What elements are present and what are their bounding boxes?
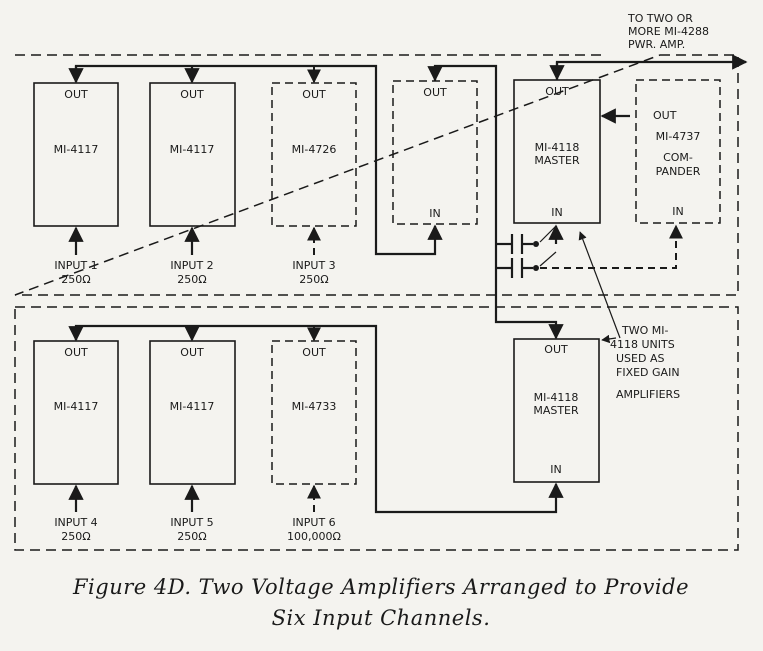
unit-mi-4117-c: OUT MI-4117 bbox=[33, 340, 119, 485]
input-5-label: INPUT 5 250Ω bbox=[170, 516, 213, 543]
svg-text:TO TWO OR: TO TWO OR bbox=[627, 12, 693, 25]
unit-mi-4117-a: OUT MI-4117 bbox=[33, 82, 119, 227]
svg-text:MI-4726: MI-4726 bbox=[292, 143, 337, 156]
svg-text:INPUT 4: INPUT 4 bbox=[54, 516, 97, 529]
svg-text:MI-4118: MI-4118 bbox=[535, 141, 580, 154]
svg-text:Figure 4D. Two Voltage Amplif: Figure 4D. Two Voltage Amplifiers Arrang… bbox=[72, 575, 689, 599]
svg-text:OUT: OUT bbox=[180, 346, 204, 359]
input-2-label: INPUT 2 250Ω bbox=[170, 259, 213, 286]
svg-text:OUT: OUT bbox=[302, 346, 326, 359]
unit-mi-4117-b: OUT MI-4117 bbox=[149, 82, 236, 227]
svg-text:IN: IN bbox=[429, 207, 440, 220]
svg-text:OUT: OUT bbox=[544, 343, 568, 356]
svg-text:INPUT 1: INPUT 1 bbox=[54, 259, 97, 272]
svg-text:MI-4737: MI-4737 bbox=[656, 130, 701, 143]
figure-caption: Figure 4D. Two Voltage Amplifiers Arrang… bbox=[72, 575, 689, 630]
svg-text:OUT: OUT bbox=[180, 88, 204, 101]
upper-mixing-bus bbox=[68, 64, 443, 256]
svg-text:MI-4733: MI-4733 bbox=[292, 400, 337, 413]
compander-return-line bbox=[540, 224, 683, 269]
svg-text:4118 UNITS: 4118 UNITS bbox=[610, 338, 675, 351]
svg-text:OUT: OUT bbox=[545, 85, 569, 98]
svg-text:INPUT 6: INPUT 6 bbox=[292, 516, 335, 529]
svg-text:250Ω: 250Ω bbox=[177, 530, 206, 543]
svg-text:250Ω: 250Ω bbox=[61, 530, 90, 543]
master-output-line bbox=[549, 54, 748, 81]
unit-mi-4726: OUT MI-4726 bbox=[271, 82, 357, 227]
unit-mi-4733: OUT MI-4733 bbox=[271, 340, 357, 485]
svg-text:COM-: COM- bbox=[663, 151, 693, 164]
svg-text:PANDER: PANDER bbox=[656, 165, 701, 178]
svg-text:OUT: OUT bbox=[64, 346, 88, 359]
svg-text:MI-4117: MI-4117 bbox=[170, 400, 215, 413]
svg-text:FIXED GAIN: FIXED GAIN bbox=[616, 366, 680, 379]
fixed-gain-annotation: TWO MI- 4118 UNITS USED AS FIXED GAIN AM… bbox=[578, 231, 680, 401]
bridge-bus bbox=[427, 64, 564, 340]
svg-text:USED AS: USED AS bbox=[616, 352, 664, 365]
svg-text:MI-4117: MI-4117 bbox=[54, 143, 99, 156]
svg-text:MASTER: MASTER bbox=[533, 404, 579, 417]
svg-text:OUT: OUT bbox=[64, 88, 88, 101]
svg-text:250Ω: 250Ω bbox=[61, 273, 90, 286]
upper-amplifier-panel bbox=[14, 54, 739, 296]
input-6-label: INPUT 6 100,000Ω bbox=[287, 516, 341, 543]
svg-text:OUT: OUT bbox=[653, 109, 677, 122]
unit-optional-amplifier: OUT IN bbox=[392, 80, 478, 225]
svg-text:MI-4118: MI-4118 bbox=[534, 391, 579, 404]
output-destination-note: TO TWO OR MORE MI-4288 PWR. AMP. bbox=[627, 12, 709, 51]
lower-amplifier-panel bbox=[14, 306, 739, 551]
unit-mi-4118-master-lower: OUT MI-4118 MASTER IN bbox=[513, 338, 600, 483]
unit-mi-4117-d: OUT MI-4117 bbox=[149, 340, 236, 485]
input-3-label: INPUT 3 250Ω bbox=[292, 259, 335, 286]
input-1-label: INPUT 1 250Ω bbox=[54, 259, 97, 286]
svg-text:Six Input Channels.: Six Input Channels. bbox=[272, 606, 491, 630]
svg-text:OUT: OUT bbox=[423, 86, 447, 99]
svg-text:100,000Ω: 100,000Ω bbox=[287, 530, 341, 543]
input-4-label: INPUT 4 250Ω bbox=[54, 516, 97, 543]
svg-text:MORE MI-4288: MORE MI-4288 bbox=[628, 25, 709, 38]
svg-text:INPUT 5: INPUT 5 bbox=[170, 516, 213, 529]
switch-contacts bbox=[496, 225, 557, 278]
svg-text:MASTER: MASTER bbox=[534, 154, 580, 167]
unit-mi-4118-master-upper: OUT MI-4118 MASTER IN bbox=[513, 79, 601, 224]
svg-text:IN: IN bbox=[550, 463, 561, 476]
svg-text:INPUT 2: INPUT 2 bbox=[170, 259, 213, 272]
svg-text:250Ω: 250Ω bbox=[177, 273, 206, 286]
svg-text:MI-4117: MI-4117 bbox=[170, 143, 215, 156]
unit-mi-4737-compander: OUT MI-4737 COM- PANDER IN bbox=[635, 79, 721, 224]
svg-text:250Ω: 250Ω bbox=[299, 273, 328, 286]
svg-text:OUT: OUT bbox=[302, 88, 326, 101]
svg-text:PWR. AMP.: PWR. AMP. bbox=[628, 38, 685, 51]
svg-text:AMPLIFIERS: AMPLIFIERS bbox=[616, 388, 680, 401]
svg-text:IN: IN bbox=[672, 205, 683, 218]
lower-mixing-bus bbox=[68, 324, 564, 514]
svg-text:INPUT 3: INPUT 3 bbox=[292, 259, 335, 272]
svg-text:TWO MI-: TWO MI- bbox=[621, 324, 668, 337]
svg-text:IN: IN bbox=[551, 206, 562, 219]
svg-text:MI-4117: MI-4117 bbox=[54, 400, 99, 413]
